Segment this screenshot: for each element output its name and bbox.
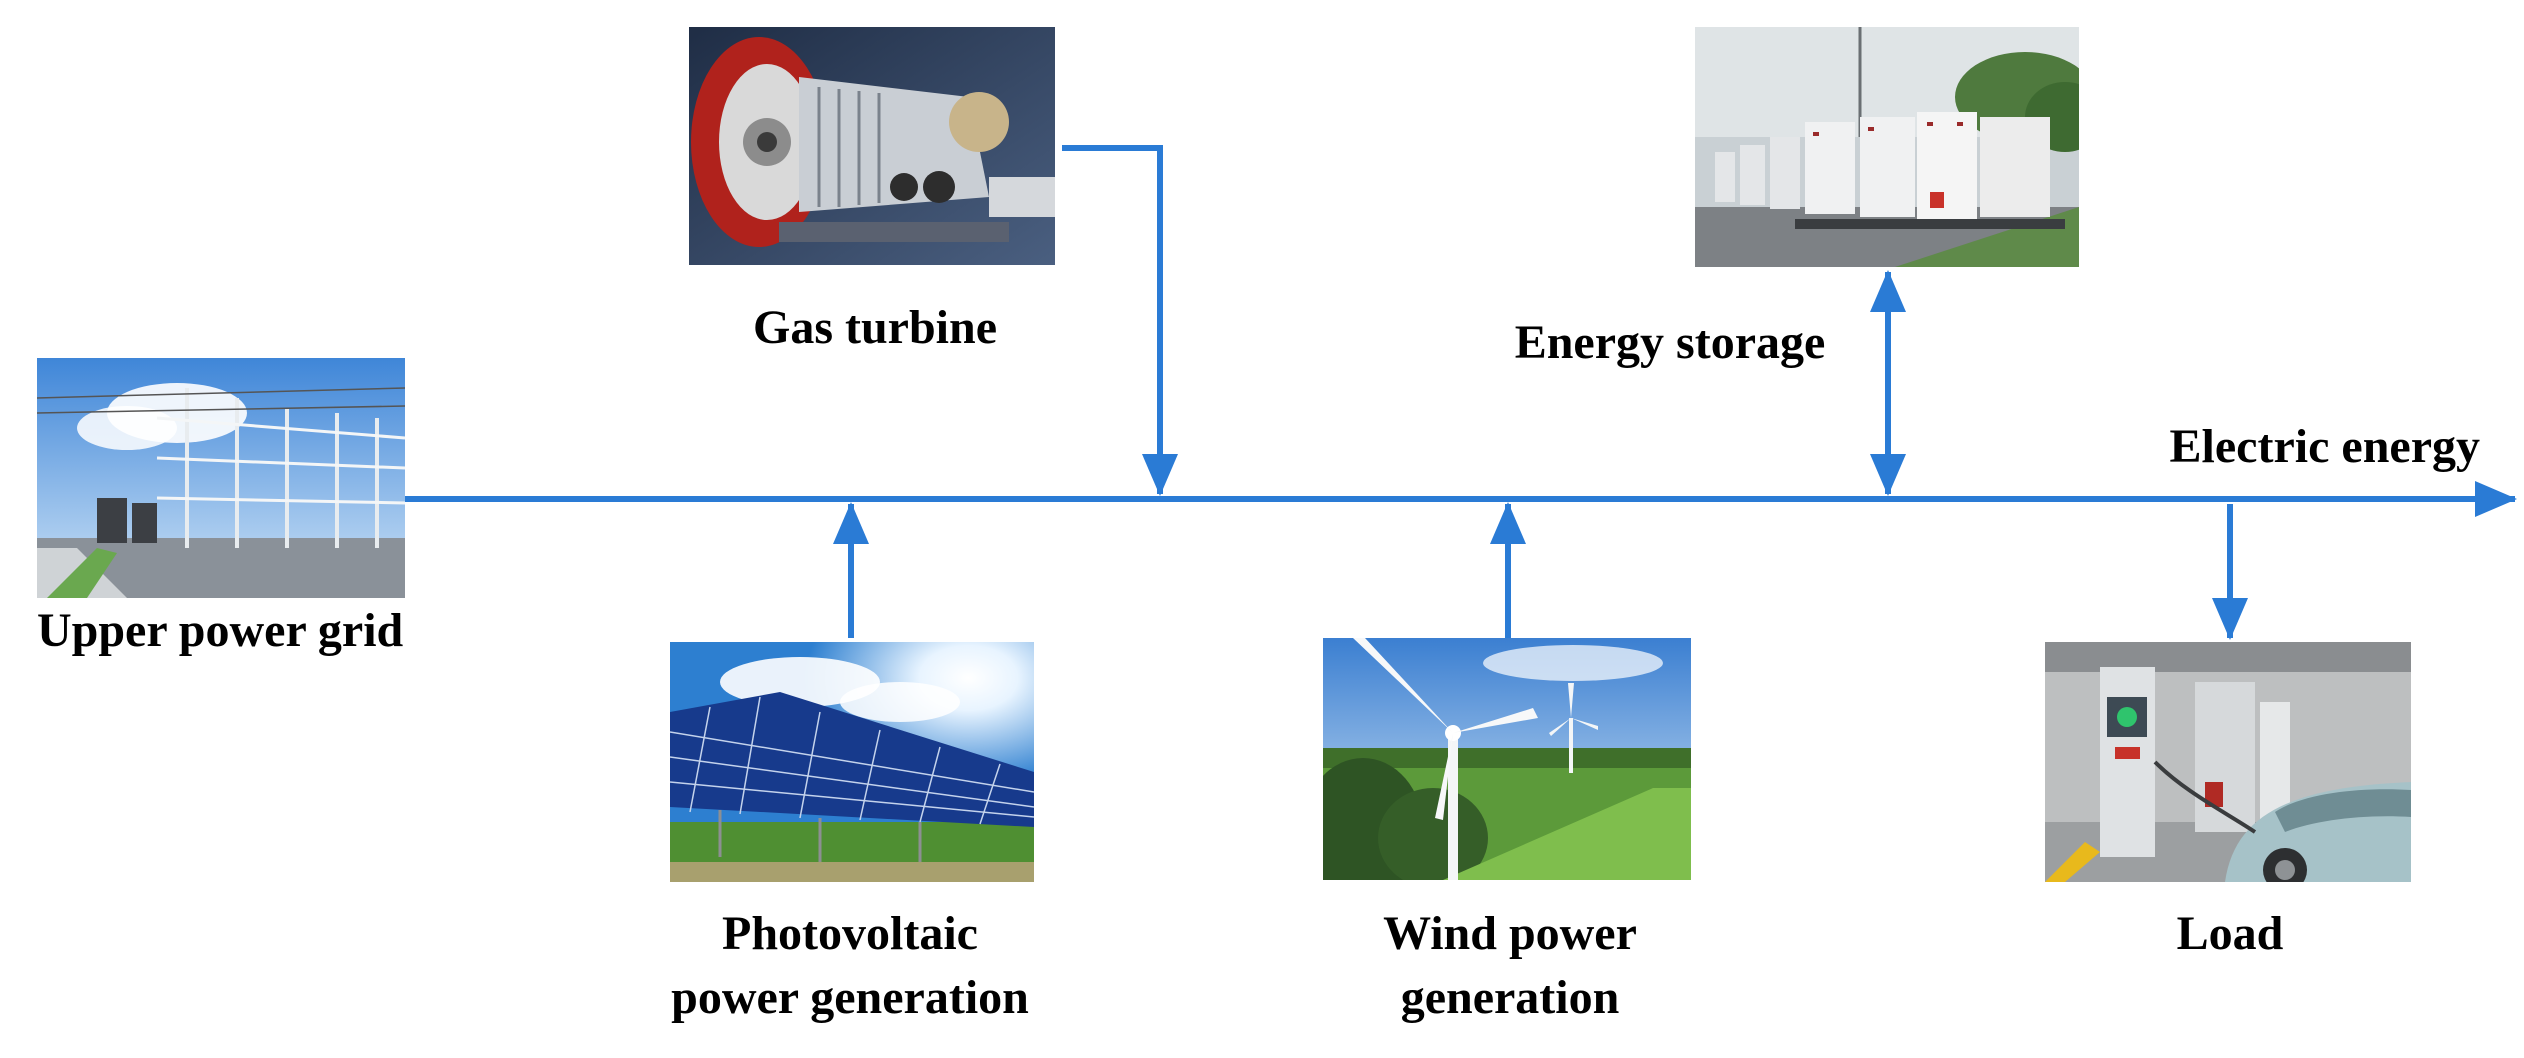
wind-turbine-photo [1323, 638, 1691, 880]
energy-storage-label: Energy storage [1514, 316, 1826, 369]
battery-storage-photo [1695, 27, 2079, 267]
photovoltaic-label-line1: Photovoltaic [722, 907, 978, 960]
load-label: Load [2176, 907, 2284, 960]
wind-power-label-line1: Wind power [1383, 907, 1637, 960]
photovoltaic-label: Photovoltaic power generation [630, 902, 1070, 1030]
upper-power-grid-label: Upper power grid [37, 604, 404, 657]
wind-power-label: Wind power generation [1310, 902, 1710, 1030]
substation-photo [37, 358, 405, 598]
photovoltaic-label-line2: power generation [671, 971, 1029, 1024]
solar-panel-photo [670, 642, 1034, 882]
gas-turbine-arrow [1062, 145, 1178, 496]
wind-power-label-line2: generation [1400, 971, 1620, 1024]
gas-turbine-photo [689, 27, 1055, 265]
ev-charging-photo [2045, 642, 2411, 882]
gas-turbine-label: Gas turbine [752, 301, 998, 354]
electric-energy-label: Electric energy [2169, 420, 2481, 473]
